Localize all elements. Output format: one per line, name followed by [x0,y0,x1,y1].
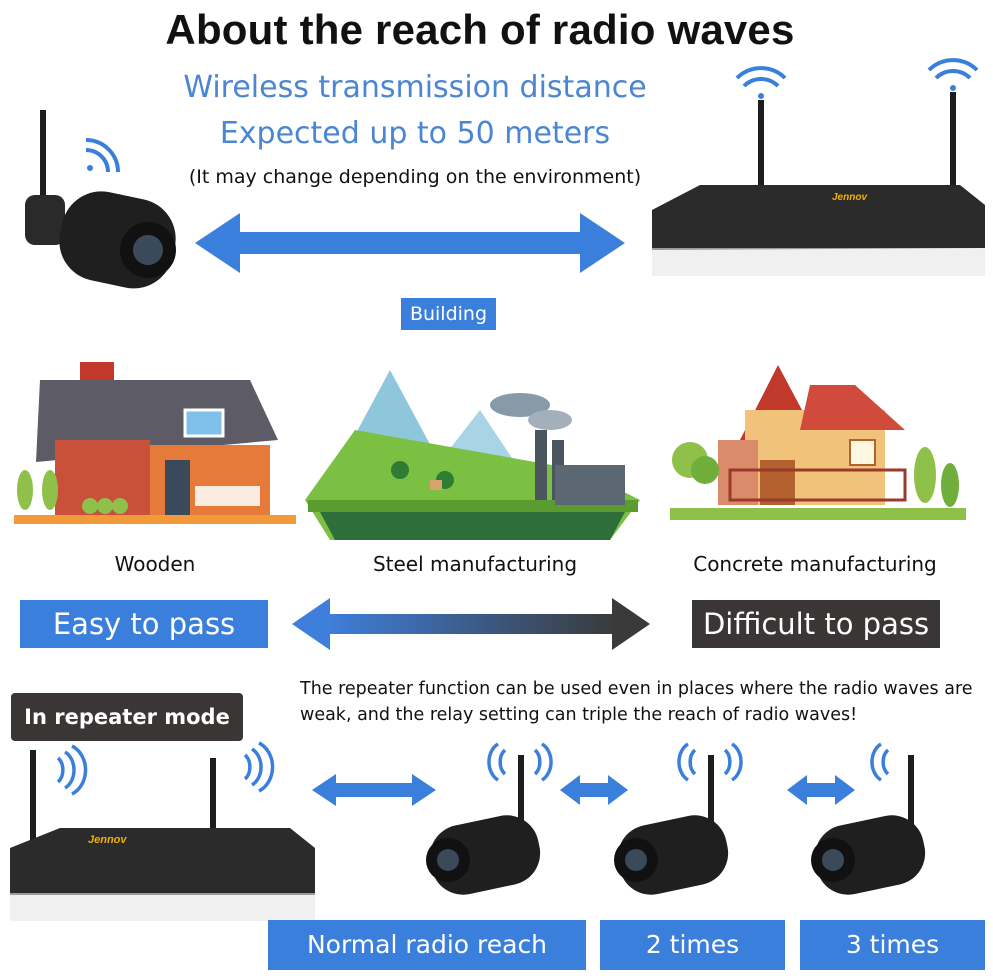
camera-icon-2 [614,755,729,895]
signal-icon-camera-2 [677,742,743,782]
difficult-to-pass-badge: Difficult to pass [692,600,940,648]
material-concrete-label: Concrete manufacturing [693,552,937,576]
three-times-label: 3 times [800,920,985,970]
distance-arrow [195,213,625,273]
relay-arrow-1 [312,774,436,806]
wifi-icon-nvr-2 [927,58,979,91]
pass-difficulty-arrow [292,598,650,650]
building-label: Building [401,298,496,330]
page-title: About the reach of radio waves [165,6,795,53]
distance-heading: Wireless transmission distance [183,70,647,105]
nvr-device-top-right: Jennov [652,92,985,276]
steel-factory-image [305,370,640,540]
camera-icon-top-left [25,110,176,289]
relay-arrow-2 [560,775,628,805]
camera-icon-3 [811,755,926,895]
material-wooden-label: Wooden [114,552,196,576]
easy-to-pass-badge: Easy to pass [20,600,268,648]
signal-icon-nvr-left [56,744,88,796]
repeater-description: The repeater function can be used even i… [300,679,973,725]
concrete-house-image [670,365,966,520]
two-times-label: 2 times [600,920,785,970]
normal-reach-label: Normal radio reach [268,920,586,970]
signal-icon-camera-1 [487,742,553,782]
distance-note: (It may change depending on the environm… [188,166,642,188]
signal-icon-camera-3 [870,742,890,782]
distance-value: Expected up to 50 meters [219,116,611,151]
wooden-house-image [14,362,296,524]
material-steel-label: Steel manufacturing [372,552,578,576]
wifi-icon-nvr-1 [735,66,787,99]
repeater-mode-label: In repeater mode [11,693,243,741]
signal-icon-nvr-right [243,741,275,793]
svg-text:Jennov: Jennov [88,834,127,846]
camera-icon-1 [426,755,541,895]
nvr-device-bottom-left: Jennov [10,750,315,921]
relay-arrow-3 [787,775,855,805]
svg-text:Jennov: Jennov [832,192,868,203]
wifi-icon-top-left [85,138,120,173]
